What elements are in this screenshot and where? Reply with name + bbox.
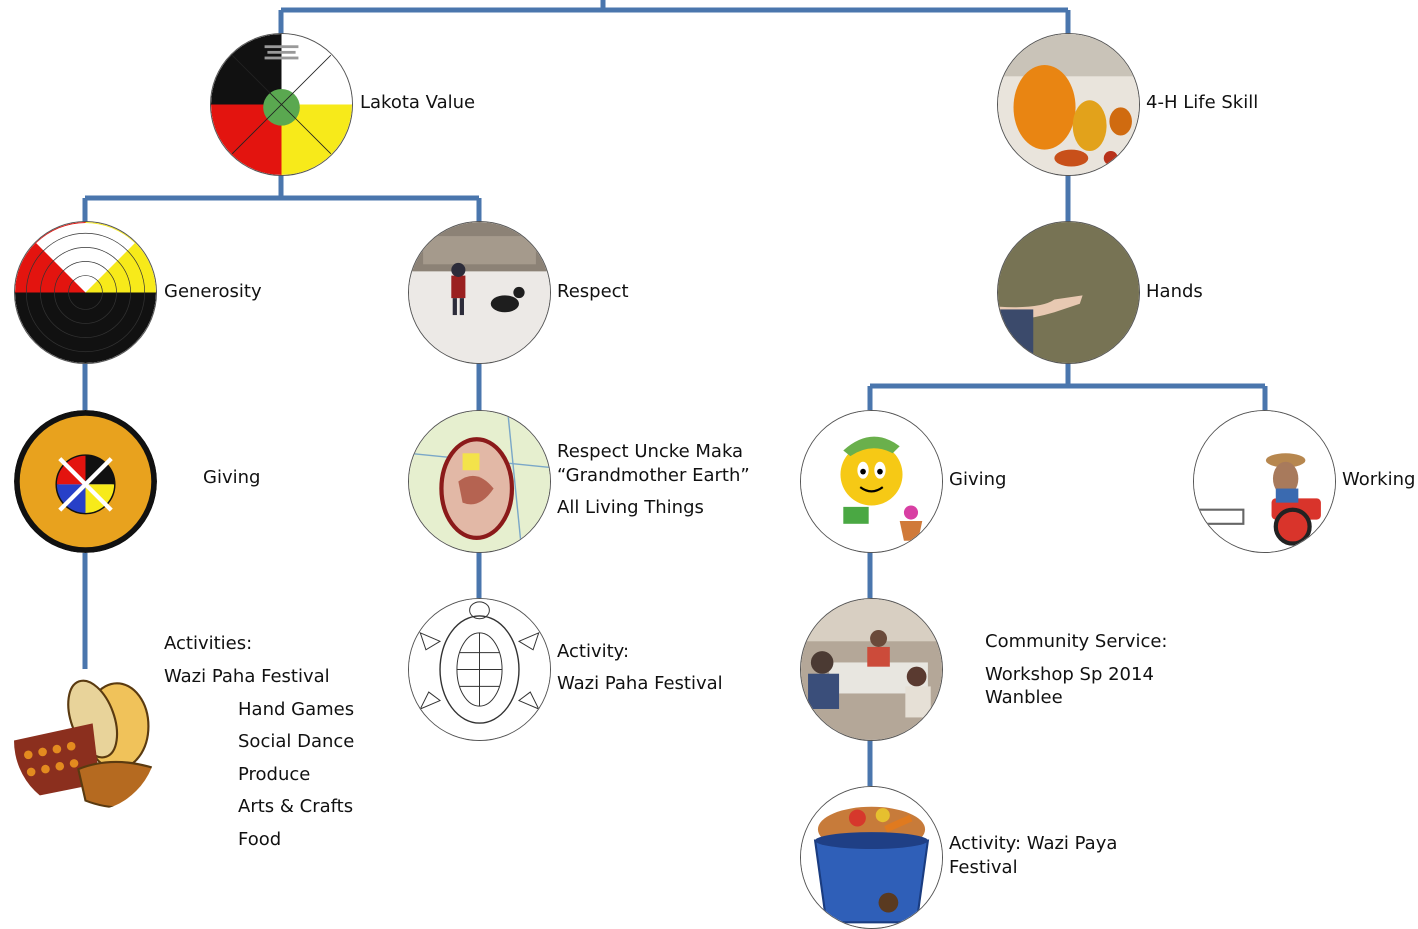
cartoon-sun-watering-flower: [800, 410, 943, 553]
respect-earth-line-2: “Grandmother Earth”: [557, 465, 750, 486]
compost-bucket-icon: [800, 786, 943, 929]
working-label: Working: [1342, 469, 1416, 490]
activity-middle-heading: Activity:: [557, 641, 630, 662]
activities-heading: Activities:: [164, 633, 253, 654]
community-line-2: Wanblee: [985, 687, 1063, 708]
giving-right-label: Giving: [949, 469, 1007, 490]
respect-earth-line-1: Respect Uncke Maka: [557, 441, 744, 462]
connector-lakota: [82, 168, 482, 224]
activity-right-line-1: Activity: Wazi Paya: [949, 833, 1118, 854]
child-with-dog-snow-photo: [408, 221, 551, 364]
generosity-label: Generosity: [164, 281, 262, 302]
turtle-map-icon: [408, 410, 551, 553]
activities-item-social-dance: Social Dance: [238, 731, 355, 752]
activities-first: Wazi Paha Festival: [164, 666, 330, 687]
hands-label: Hands: [1146, 281, 1203, 302]
pumpkins-photo: [997, 33, 1140, 176]
activity-right-line-2: Festival: [949, 857, 1018, 878]
activities-item-produce: Produce: [238, 764, 311, 785]
respect-label: Respect: [557, 281, 629, 302]
activities-item-food: Food: [238, 829, 282, 850]
cartoon-farmer-tractor: [1193, 410, 1336, 553]
giving-left-label: Giving: [203, 467, 261, 488]
connector-top: [278, 0, 1071, 38]
connector-hands: [867, 362, 1268, 410]
community-line-1: Workshop Sp 2014: [985, 664, 1154, 685]
oglala-lakota-college-seal: [14, 410, 157, 553]
turtle-outline-icon: [408, 598, 551, 741]
activities-item-hand-games: Hand Games: [238, 699, 355, 720]
life-skill-label: 4-H Life Skill: [1146, 92, 1259, 113]
community-heading: Community Service:: [985, 631, 1168, 652]
activity-middle-line: Wazi Paha Festival: [557, 673, 723, 694]
medicine-wheel-icon: [210, 33, 353, 176]
respect-earth-line-3: All Living Things: [557, 497, 704, 518]
corn-basket-icon: [14, 669, 157, 812]
lakota-value-label: Lakota Value: [360, 92, 476, 113]
medicine-wheel-seasons-icon: [14, 221, 157, 364]
hand-in-hay-photo: [997, 221, 1140, 364]
activities-item-arts-crafts: Arts & Crafts: [238, 796, 354, 817]
workshop-photo: [800, 598, 943, 741]
